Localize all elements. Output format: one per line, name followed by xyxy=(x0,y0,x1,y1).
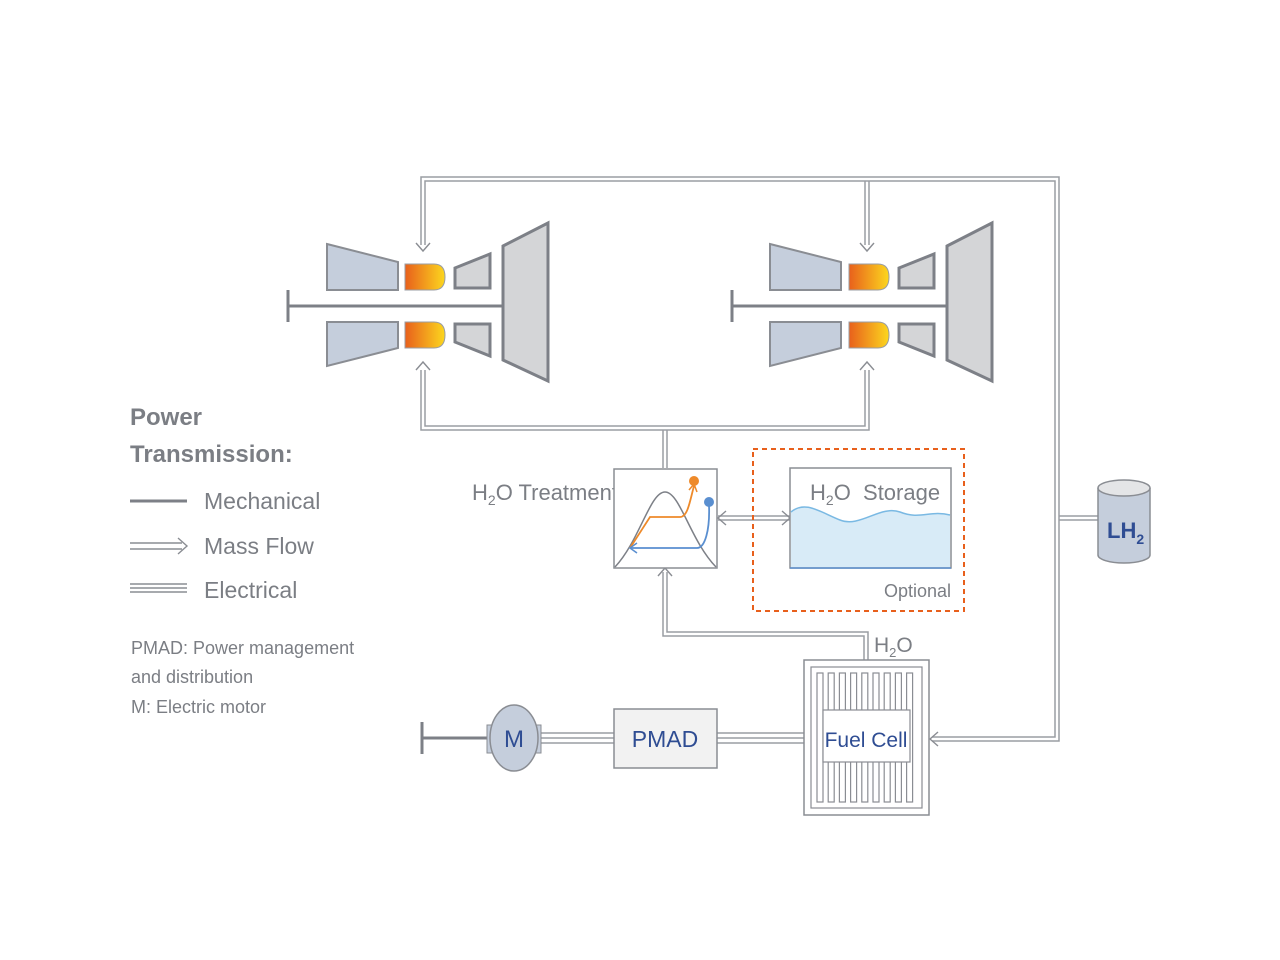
combustor-top xyxy=(404,263,446,291)
h2o-treatment: H2O Treatment xyxy=(472,468,718,569)
pmad-unit: PMAD xyxy=(613,708,718,769)
arrow-left-fuel-cell xyxy=(928,731,939,747)
h2-branch-right xyxy=(864,181,870,245)
legend-note-motor: M: Electric motor xyxy=(131,697,266,717)
power-turbine xyxy=(945,220,994,384)
legend-mass-flow-label: Mass Flow xyxy=(204,533,314,559)
motor-body xyxy=(489,704,539,772)
legend: Power Transmission: Mechanical Mass Flow… xyxy=(130,404,354,717)
hp-turbine-top xyxy=(897,251,936,290)
arrow-left-treatment xyxy=(716,510,727,526)
arrow-up-treatment xyxy=(657,566,673,577)
legend-title-line1: Power xyxy=(130,404,202,431)
arrow-down-right-engine xyxy=(859,242,875,253)
electric-motor: M xyxy=(420,704,542,772)
electrical-lines xyxy=(540,732,805,744)
heating-path-orange xyxy=(629,485,695,549)
hp-turbine-bottom xyxy=(453,322,492,359)
fuel-cell: Fuel Cell H2O xyxy=(803,634,930,816)
combustor-top xyxy=(848,263,890,291)
fuel-cell-label-box xyxy=(822,709,911,763)
lh2-label: LH2 xyxy=(1107,518,1144,547)
arrow-right-storage xyxy=(781,510,792,526)
pmad-box xyxy=(613,708,718,769)
motor-label: M xyxy=(504,726,524,753)
gas-turbine-left xyxy=(286,220,550,384)
fuel-cell-water-pipe xyxy=(662,572,869,660)
arrow-up-left-engine xyxy=(415,360,431,371)
water-volume xyxy=(791,506,950,567)
compressor-top xyxy=(326,242,399,291)
hp-turbine-bottom xyxy=(897,322,936,359)
h2o-treatment-label: H2O Treatment xyxy=(472,480,618,508)
compressor-top xyxy=(769,242,842,291)
fuel-cell-inner xyxy=(810,666,923,809)
h2-supply-pipe-top-inner xyxy=(424,180,1056,738)
mass-flow-arrow-icon xyxy=(130,537,189,555)
flow-arrowheads xyxy=(415,242,939,747)
phase-dome-curve xyxy=(614,491,717,568)
hp-turbine-top xyxy=(453,251,492,290)
water-surface xyxy=(790,506,951,523)
legend-mechanical-label: Mechanical xyxy=(204,488,320,514)
lh2-tank: LH2 xyxy=(1097,479,1151,564)
h2-supply-pipe-top xyxy=(420,176,1060,742)
cooling-path-blue xyxy=(630,504,710,549)
water-injection-pipe xyxy=(420,370,870,431)
power-turbine xyxy=(501,220,550,384)
fuel-cell-label: Fuel Cell xyxy=(825,729,908,752)
legend-title-line2: Transmission: xyxy=(130,441,293,468)
pmad-label: PMAD xyxy=(632,726,698,752)
combustor-bottom xyxy=(404,321,446,349)
water-injection-pipe-inner xyxy=(424,370,866,427)
blue-arrowhead xyxy=(628,542,638,554)
compressor-bottom xyxy=(769,321,842,368)
tank-top xyxy=(1097,479,1151,497)
optional-dashed-boundary xyxy=(752,448,965,612)
combustor-bottom xyxy=(848,321,890,349)
legend-note-pmad: PMAD: Power management xyxy=(131,638,354,658)
electrical-line-icon xyxy=(130,583,187,593)
orange-state-dot xyxy=(689,476,699,486)
lh2-feed-pipe xyxy=(1059,515,1098,521)
legend-electrical-label: Electrical xyxy=(204,577,297,603)
h2o-treatment-box xyxy=(613,468,718,569)
h2o-storage-optional: H2O Storage Optional xyxy=(752,448,965,612)
h2o-storage-label: H2O Storage xyxy=(810,480,940,508)
compressor-bottom xyxy=(326,321,399,368)
legend-note-pmad-cont: and distribution xyxy=(131,667,253,687)
gas-turbine-right xyxy=(730,220,994,384)
arrow-up-right-engine xyxy=(859,360,875,371)
arrow-down-left-engine xyxy=(415,242,431,253)
blue-state-dot xyxy=(704,497,714,507)
treatment-to-engines-pipe xyxy=(662,430,668,468)
fuel-cell-water-output-label: H2O xyxy=(874,634,913,660)
optional-label: Optional xyxy=(884,581,951,601)
tank-body xyxy=(1097,488,1151,564)
